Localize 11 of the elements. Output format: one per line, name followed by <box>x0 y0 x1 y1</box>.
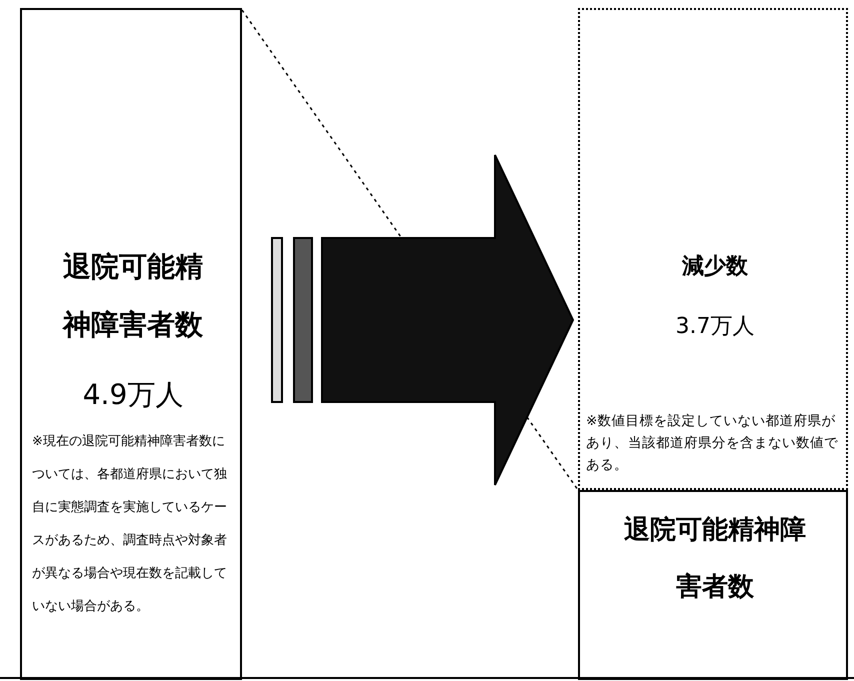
value-text: 4.9万人 <box>82 377 184 413</box>
count-panel <box>578 490 848 680</box>
value-text: 3.7万人 <box>674 313 756 341</box>
panel-heading: 退院可能精神障害者数 <box>623 514 807 604</box>
count-panel <box>20 8 242 680</box>
footnote: ※数値目標を設定していない都道府県があり、当該都道府県分を含まない数値である。 <box>586 412 838 475</box>
footnote: ※現在の退院可能精神障害者数については、各都道府県において独自に実態調査を実施しているケースがあるため、調査時点や対象者が異なる場合や現在数を記載していない場合がある。 <box>32 433 227 616</box>
panel-heading: 減少数 <box>680 253 749 281</box>
panel-heading: 退院可能精神障害者数 <box>61 249 204 343</box>
reduction-panel <box>578 8 848 490</box>
block-arrow <box>321 154 574 486</box>
